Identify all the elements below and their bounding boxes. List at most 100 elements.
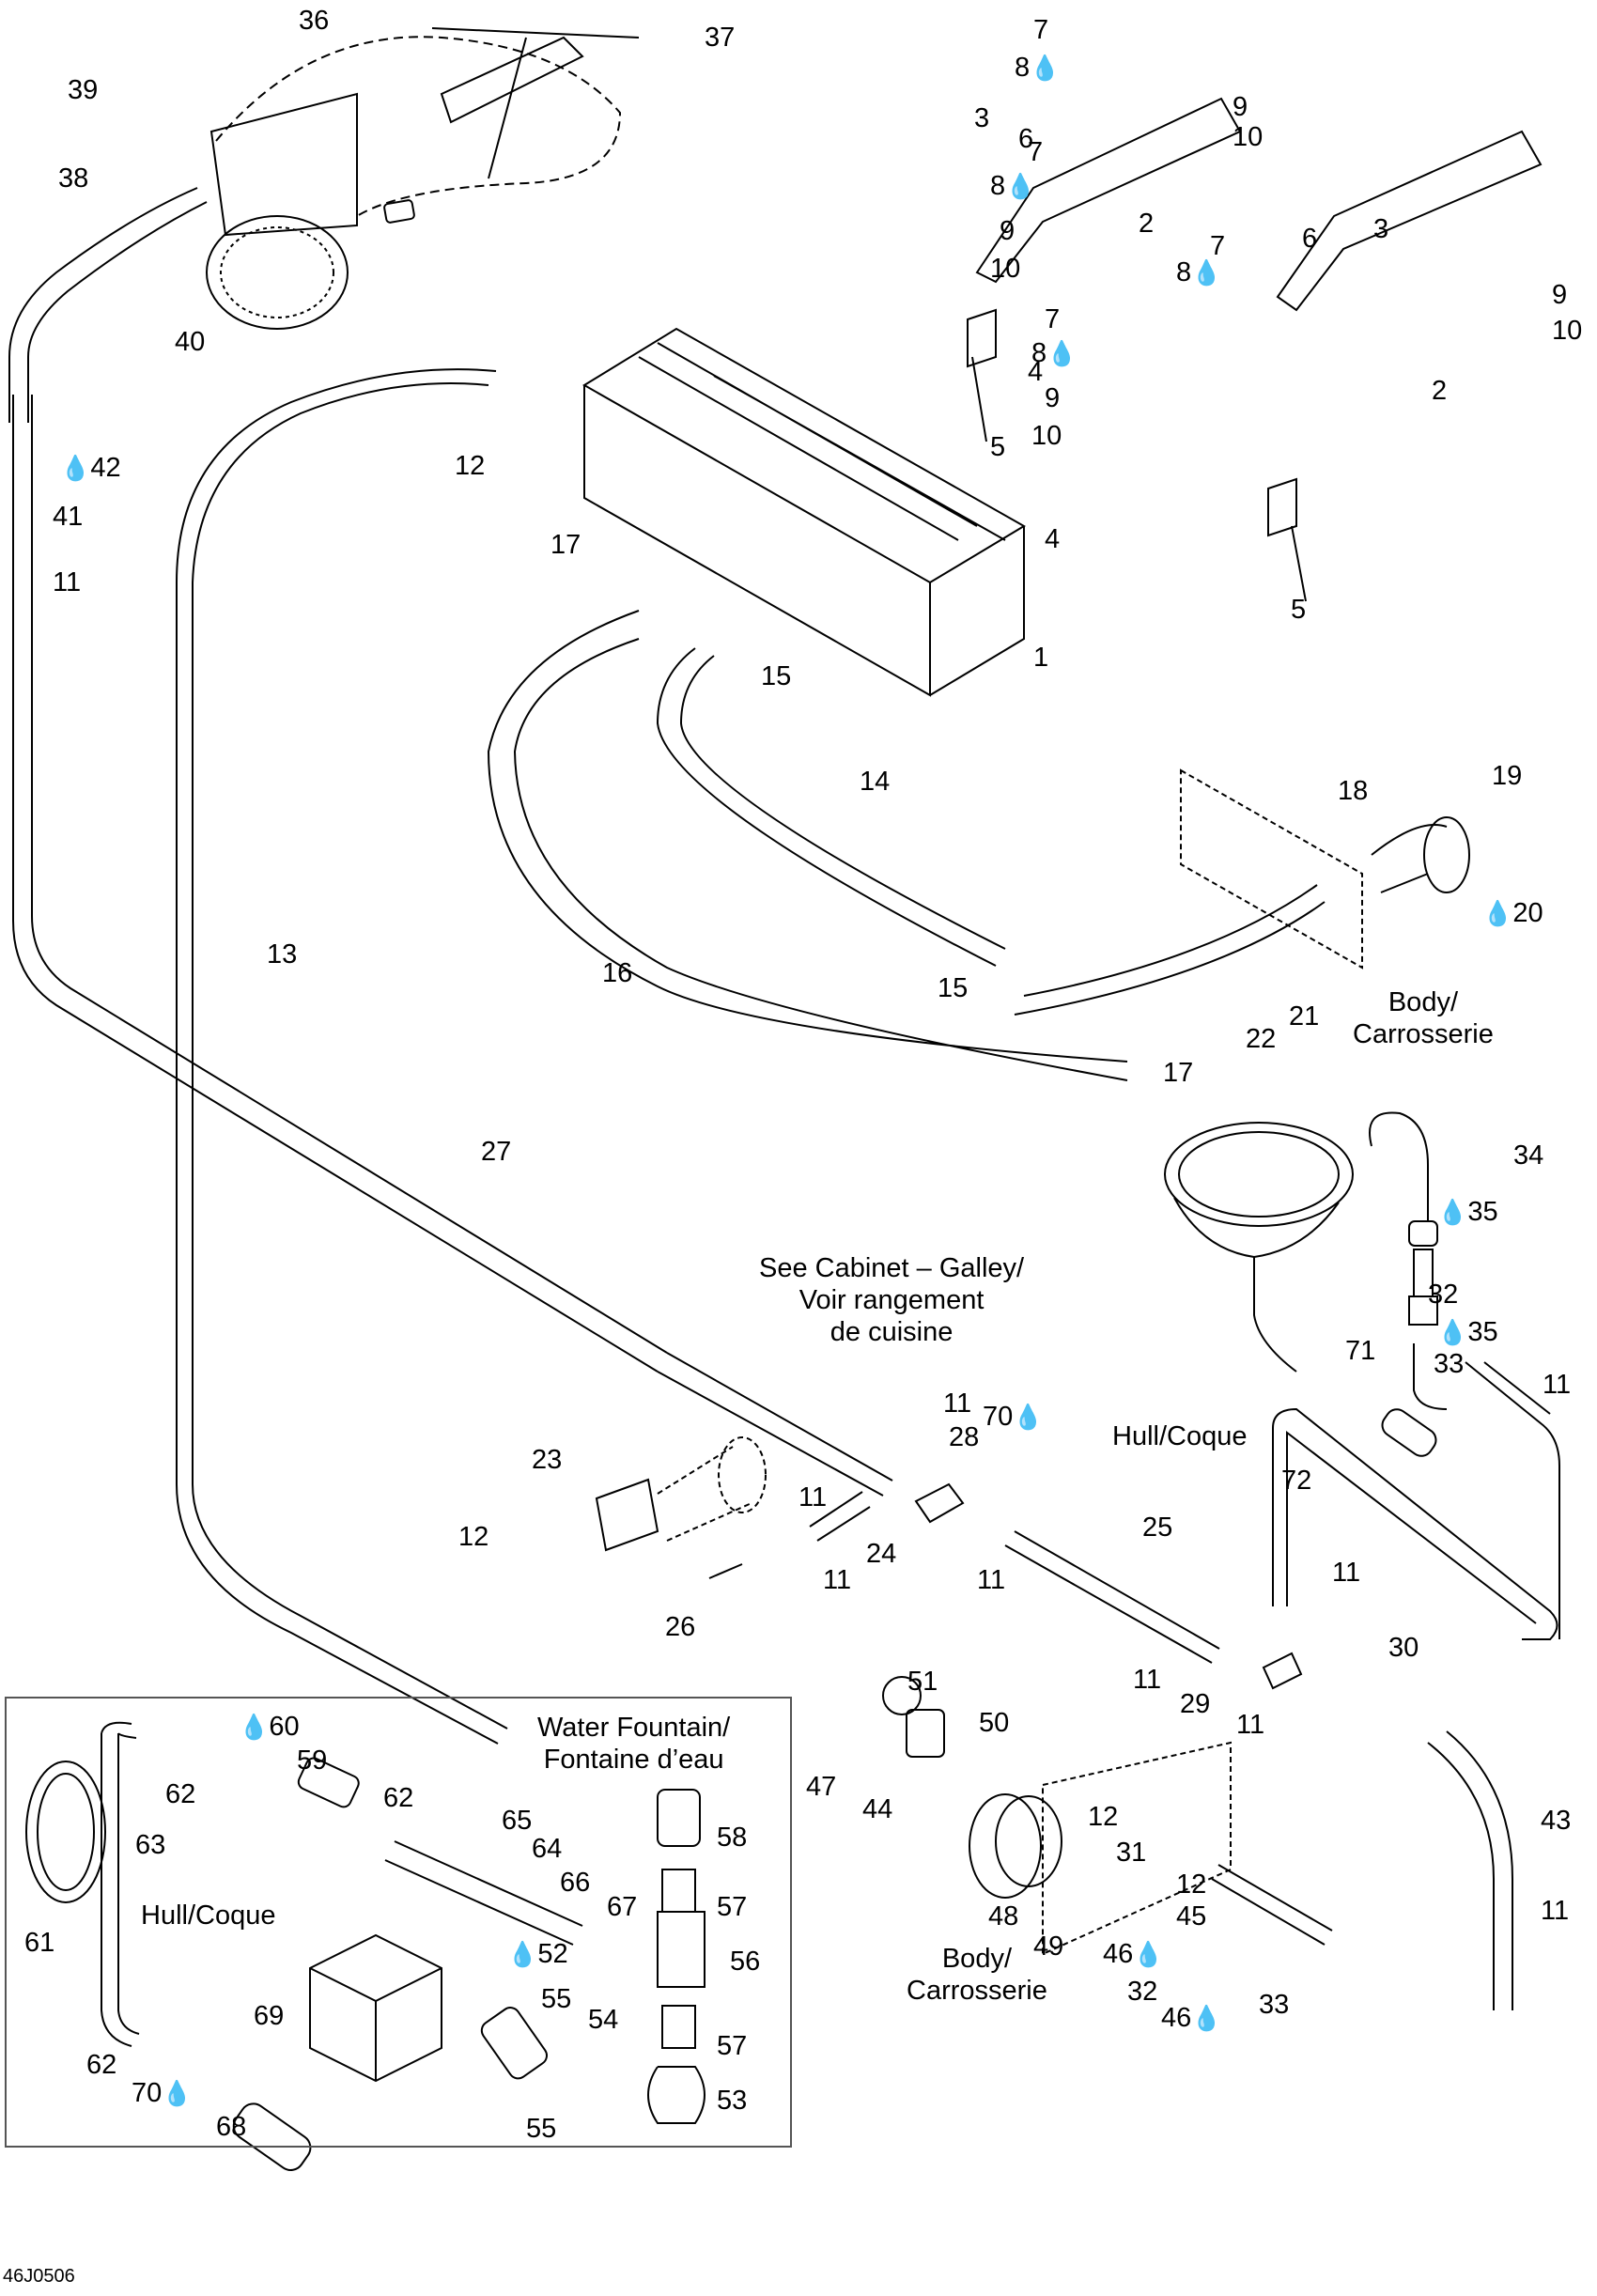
callout-number: 7 — [1033, 15, 1049, 45]
callout-12: 12 — [458, 1524, 488, 1551]
callout-35: 💧35 — [1437, 1199, 1498, 1226]
callout-65: 65 — [502, 1807, 532, 1835]
drawing-code: 46J0506 — [3, 2266, 75, 2287]
callout-number: 14 — [860, 767, 891, 797]
callout-number: 20 — [1512, 898, 1543, 928]
callout-number: 21 — [1289, 1001, 1320, 1032]
callout-number: 62 — [165, 1779, 196, 1809]
callout-26: 26 — [665, 1614, 695, 1641]
callout-number: 45 — [1176, 1901, 1207, 1931]
callout-number: 3 — [974, 103, 990, 133]
callout-number: 31 — [1116, 1838, 1147, 1868]
callout-number: 42 — [90, 453, 121, 483]
callout-38: 38 — [58, 165, 88, 193]
callout-13: 13 — [267, 941, 297, 969]
callout-number: 32 — [1127, 1977, 1158, 2007]
callout-41: 41 — [53, 504, 83, 531]
callout-32: 32 — [1428, 1281, 1458, 1309]
body-note-lower: Body/Carrosserie — [907, 1944, 1047, 2007]
callout-50: 50 — [979, 1710, 1009, 1737]
callout-56: 56 — [730, 1948, 760, 1976]
callout-45: 45 — [1176, 1903, 1206, 1931]
callout-number: 2 — [1139, 209, 1155, 239]
callout-number: 17 — [550, 530, 581, 560]
callout-number: 26 — [665, 1612, 696, 1642]
callout-number: 8 — [1015, 53, 1031, 83]
water-fountain-title: Water Fountain/Fontaine d’eau — [537, 1713, 731, 1776]
callout-number: 9 — [1045, 383, 1061, 413]
callout-25: 25 — [1142, 1514, 1172, 1542]
callout-number: 11 — [1543, 1370, 1572, 1400]
callout-number: 5 — [1291, 595, 1307, 625]
adhesive-drop-icon: 💧 — [239, 1713, 270, 1741]
callout-7: 7 — [1045, 306, 1060, 334]
callout-number: 72 — [1281, 1466, 1312, 1496]
adhesive-drop-icon: 💧 — [1047, 339, 1078, 367]
callout-7: 7 — [1033, 17, 1048, 44]
callout-number: 8 — [1176, 257, 1192, 287]
callout-27: 27 — [481, 1139, 511, 1166]
callout-51: 51 — [907, 1668, 938, 1696]
callout-72: 72 — [1281, 1467, 1311, 1495]
callout-number: 8 — [990, 171, 1006, 201]
callout-11: 11 — [943, 1390, 971, 1418]
callout-10: 10 — [1552, 318, 1582, 345]
callout-17: 17 — [1163, 1060, 1193, 1087]
callout-number: 23 — [532, 1445, 563, 1475]
tank-brackets — [967, 97, 1543, 602]
callout-3: 3 — [974, 105, 989, 132]
callout-number: 10 — [1031, 421, 1062, 451]
callout-number: 55 — [526, 2114, 557, 2144]
callout-11: 11 — [1236, 1712, 1264, 1739]
callout-8: 8💧 — [1176, 259, 1222, 287]
callout-number: 47 — [806, 1772, 837, 1802]
callout-15: 15 — [938, 975, 968, 1002]
callout-number: 13 — [267, 939, 298, 970]
callout-62: 62 — [86, 2052, 116, 2079]
callout-5: 5 — [1291, 597, 1306, 624]
callout-number: 11 — [943, 1388, 972, 1419]
callout-number: 70 — [983, 1402, 1014, 1432]
callout-number: 46 — [1103, 1939, 1134, 1969]
callout-number: 4 — [1028, 357, 1044, 387]
callout-10: 10 — [1031, 423, 1062, 450]
callout-48: 48 — [988, 1903, 1018, 1931]
callout-number: 11 — [1332, 1558, 1361, 1588]
callout-number: 67 — [607, 1892, 638, 1922]
water-fountain-inset-box — [5, 1697, 792, 2148]
callout-21: 21 — [1289, 1003, 1319, 1031]
callout-62: 62 — [165, 1781, 195, 1808]
callout-number: 60 — [269, 1712, 300, 1742]
callout-19: 19 — [1492, 763, 1522, 790]
callout-number: 34 — [1513, 1140, 1544, 1171]
hull-note-upper: Hull/Coque — [1112, 1421, 1248, 1451]
callout-number: 41 — [53, 502, 84, 532]
callout-10: 10 — [1233, 124, 1263, 151]
callout-32: 32 — [1127, 1978, 1157, 2006]
hull-note-inset: Hull/Coque — [141, 1900, 276, 1931]
callout-71: 71 — [1345, 1338, 1375, 1365]
hose-43 — [1427, 1730, 1513, 2010]
callout-70: 70💧 — [132, 2080, 193, 2107]
fountain-pump — [309, 1933, 442, 2083]
callout-number: 11 — [1236, 1710, 1265, 1740]
callout-52: 💧52 — [507, 1941, 568, 1968]
callout-number: 5 — [990, 432, 1006, 462]
callout-36: 36 — [299, 8, 329, 35]
callout-11: 11 — [53, 569, 81, 597]
callout-14: 14 — [860, 768, 890, 796]
callout-17: 17 — [550, 532, 581, 559]
callout-10: 10 — [990, 256, 1020, 283]
callout-number: 12 — [1088, 1802, 1119, 1832]
galley-sink — [1164, 1111, 1448, 1457]
callout-12: 12 — [455, 453, 485, 480]
hose-61 — [101, 1733, 140, 2047]
callout-number: 27 — [481, 1137, 512, 1167]
callout-8: 8💧 — [1015, 54, 1061, 82]
callout-4: 4 — [1045, 526, 1060, 553]
callout-number: 57 — [717, 1892, 748, 1922]
callout-number: 57 — [717, 2031, 748, 2061]
callout-34: 34 — [1513, 1142, 1543, 1170]
callout-number: 11 — [1541, 1896, 1570, 1926]
